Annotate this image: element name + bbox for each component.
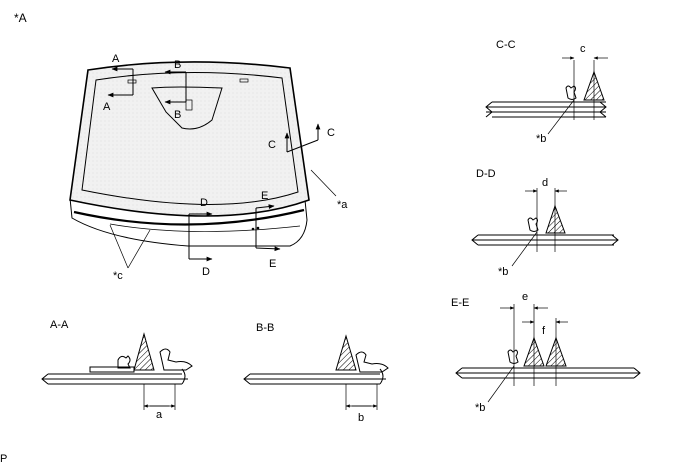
svg-text:e: e: [522, 291, 528, 303]
view-label: *A: [14, 11, 27, 25]
svg-text:d: d: [542, 177, 548, 189]
section-b-b: B-B b: [243, 322, 389, 424]
adhesive-bead: [335, 334, 357, 371]
svg-text:A: A: [112, 53, 120, 65]
svg-text:B: B: [174, 59, 181, 71]
svg-text:A: A: [103, 101, 111, 113]
section-d-d: D-D d *b: [471, 168, 619, 278]
adhesive-bead: [545, 204, 566, 234]
section-c-c: C-C c *b: [485, 39, 608, 145]
svg-text:E-E: E-E: [451, 297, 469, 309]
svg-text:*b: *b: [498, 266, 508, 278]
svg-text:*b: *b: [475, 402, 485, 414]
svg-text:C: C: [268, 139, 276, 151]
section-indicator-b: B B: [164, 59, 187, 121]
svg-text:C-C: C-C: [496, 39, 516, 51]
svg-text:D: D: [200, 197, 208, 209]
svg-text:f: f: [542, 325, 546, 337]
svg-text:D: D: [202, 266, 210, 278]
svg-text:E: E: [261, 190, 268, 202]
footer-code: P: [0, 453, 7, 463]
section-indicator-c: C C: [268, 123, 335, 153]
callout-a: *a: [310, 169, 348, 211]
section-a-a: A-A a: [41, 319, 193, 421]
svg-text:C: C: [327, 127, 335, 139]
section-indicator-e: E E: [255, 190, 281, 270]
svg-text:*b: *b: [536, 133, 546, 145]
callout-c: *c: [109, 224, 151, 282]
mirror-base-area: [151, 86, 223, 130]
windshield-glass: [69, 61, 310, 217]
section-e-e: E-E e f *b: [451, 291, 641, 414]
svg-text:a: a: [156, 409, 163, 421]
adhesive-bead: [133, 332, 155, 371]
svg-text:c: c: [580, 43, 586, 55]
svg-text:b: b: [358, 412, 364, 424]
svg-text:B: B: [174, 109, 181, 121]
section-indicator-a: A A: [103, 53, 134, 113]
svg-text:E: E: [269, 258, 276, 270]
svg-text:B-B: B-B: [256, 322, 274, 334]
svg-text:A-A: A-A: [50, 319, 69, 331]
lower-molding: [69, 197, 308, 247]
svg-text:*a: *a: [337, 199, 348, 211]
svg-text:*c: *c: [113, 270, 123, 282]
svg-text:D-D: D-D: [476, 168, 496, 180]
section-indicator-d: D D: [188, 197, 213, 278]
